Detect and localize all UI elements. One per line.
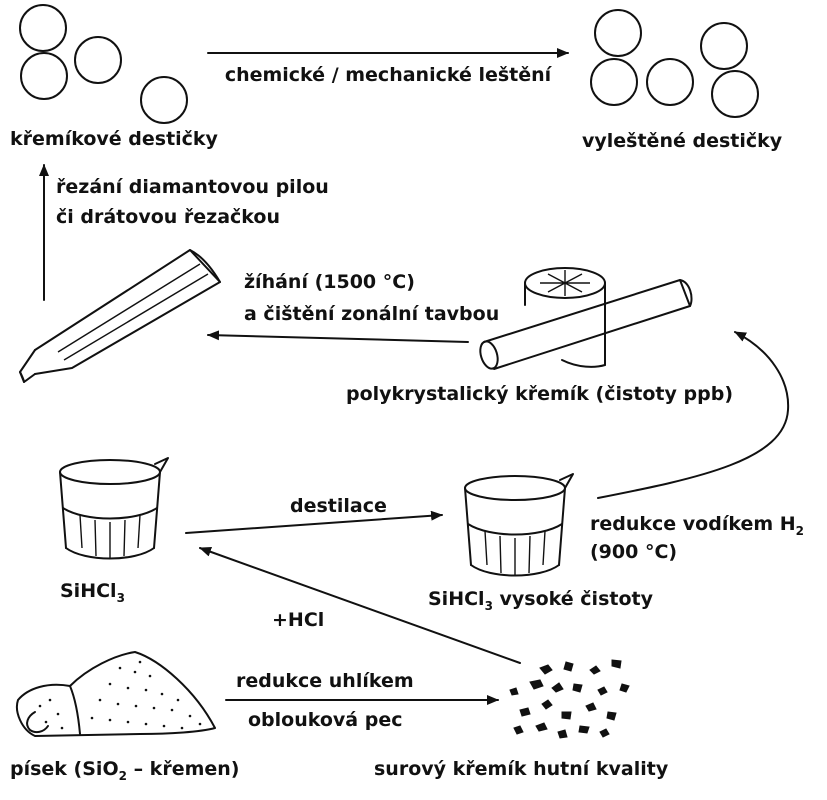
hcl-arrow — [199, 547, 521, 664]
sihcl3-label: SiHCl3 — [60, 580, 125, 605]
cutting-label-line1: řezání diamantovou pilou — [56, 176, 329, 198]
polishing-label: chemické / mechanické leštění — [225, 64, 553, 86]
wafers-illustration — [19, 4, 188, 124]
sihcl3-pure-label: SiHCl3 vysoké čistoty — [428, 588, 654, 613]
silicon-crystal-illustration — [19, 249, 221, 383]
annealing-label-line1: žíhání (1500 °C) — [244, 271, 415, 293]
sihcl3-pure-beaker — [464, 473, 574, 577]
hydrogen-reduction-label-line2: (900 °C) — [590, 541, 677, 563]
polysilicon-illustration — [479, 267, 693, 370]
hcl-label: +HCl — [272, 609, 324, 631]
sand-pile-illustration — [16, 651, 216, 737]
hydrogen-reduction-arrow — [597, 331, 790, 499]
cutting-label-line2: či drátovou řezačkou — [56, 206, 280, 228]
raw-silicon-label: surový křemík hutní kvality — [374, 758, 669, 780]
hydrogen-reduction-label-line1: redukce vodíkem H2 — [590, 513, 804, 538]
arc-furnace-label: oblouková pec — [248, 709, 403, 731]
distillation-label: destilace — [290, 495, 387, 517]
polysilicon-label: polykrystalický křemík (čistoty ppb) — [346, 383, 733, 405]
distillation-arrow — [185, 510, 443, 534]
raw-silicon-illustration — [509, 659, 630, 739]
sand-label: písek (SiO2 – křemen) — [10, 758, 239, 783]
polished-wafers-illustration — [590, 9, 759, 118]
polished-wafers-label: vyleštěné destičky — [582, 130, 783, 152]
annealing-arrow — [207, 330, 469, 343]
wafers-label: křemíkové destičky — [10, 128, 219, 150]
annealing-label-line2: a čištění zonální tavbou — [244, 303, 499, 325]
carbon-reduction-label: redukce uhlíkem — [236, 670, 414, 692]
sihcl3-beaker — [59, 457, 169, 560]
